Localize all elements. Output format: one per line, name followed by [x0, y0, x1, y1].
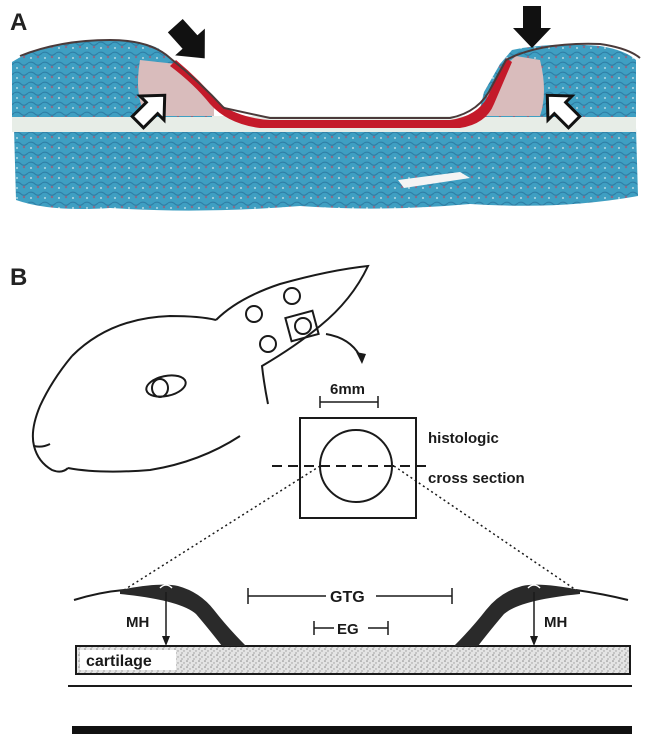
- panel-a-letter: A: [10, 9, 27, 36]
- histology-section: [12, 40, 640, 211]
- arrow-solid-right-icon: [513, 6, 551, 48]
- projection-line-left: [124, 466, 320, 590]
- skull-defect-2: [284, 288, 300, 304]
- mh-right-arrowhead-icon: [530, 636, 538, 646]
- scale-bar-label: 6mm: [330, 381, 365, 398]
- mh-left-label: MH: [126, 614, 149, 631]
- panel-b-letter: B: [10, 264, 27, 291]
- section-label-line2: cross section: [428, 470, 525, 487]
- lower-bone-layer: [14, 128, 638, 211]
- pointer-arrow: [326, 334, 360, 356]
- skull-defect-selected-box: [285, 311, 318, 341]
- mh-left-arrowhead-icon: [162, 636, 170, 646]
- surface-curve-left: [74, 590, 124, 600]
- mh-right-label: MH: [544, 614, 567, 631]
- cross-section-schematic: cartilage MH MH GTG: [68, 585, 632, 686]
- skull-defect-1: [246, 306, 262, 322]
- bottom-bar: [72, 726, 632, 734]
- gtg-label: GTG: [330, 589, 365, 606]
- skull-defect-selected: [295, 318, 311, 334]
- skull-defect-3: [260, 336, 276, 352]
- defect-square: [300, 418, 416, 518]
- eg-label: EG: [337, 621, 359, 638]
- section-label-line1: histologic: [428, 430, 499, 447]
- pointer-arrowhead-icon: [356, 352, 366, 364]
- surface-curve-right: [576, 590, 628, 600]
- cartilage-label: cartilage: [86, 653, 152, 670]
